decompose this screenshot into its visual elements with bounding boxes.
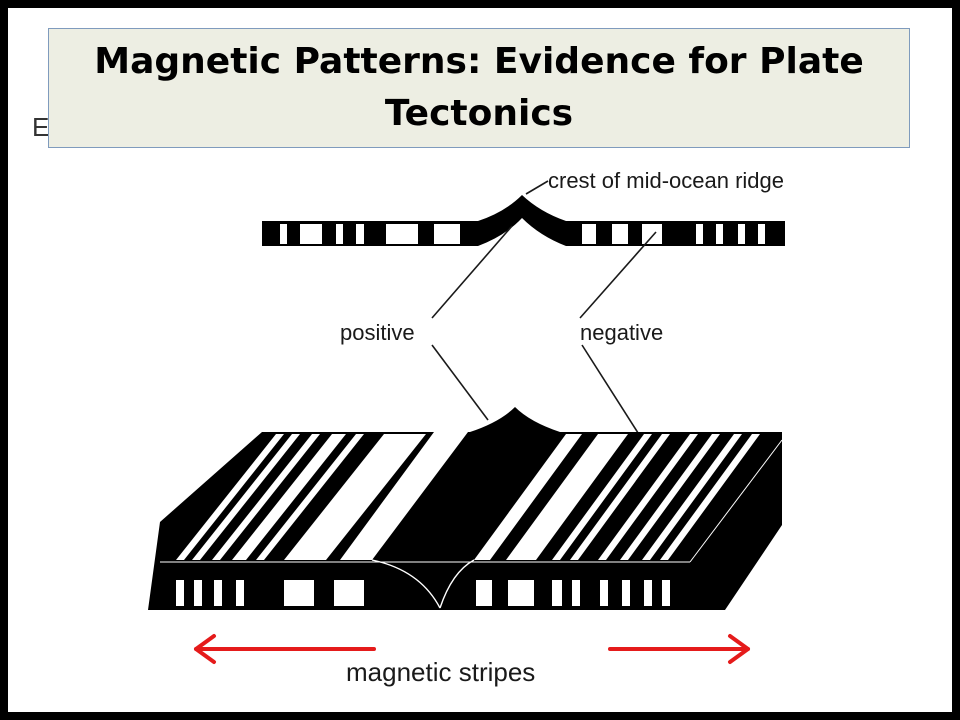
front-light-stripe [508, 580, 534, 606]
front-light-stripe [644, 580, 652, 606]
front-light-stripe [176, 580, 184, 606]
lower-light-stripe [642, 434, 742, 560]
lower-light-stripe [256, 434, 364, 560]
front-light-stripe [236, 580, 244, 606]
upper-light-stripe [300, 224, 322, 244]
slide-canvas: E [8, 8, 952, 712]
front-light-stripe [572, 580, 580, 606]
negative-label: negative [580, 320, 663, 345]
stray-letter: E [32, 112, 50, 142]
crest-label: crest of mid-ocean ridge [548, 168, 784, 193]
lower-light-stripe [284, 434, 426, 560]
front-light-stripe [476, 580, 492, 606]
upper-light-stripe [356, 224, 364, 244]
upper-light-stripe [336, 224, 343, 244]
block-center-fold-right [439, 559, 475, 609]
crest-leader-line [525, 180, 549, 195]
block-side-edge [689, 439, 783, 563]
magnetic-stripes-diagram: crest of mid-ocean ridge positive negati… [148, 168, 785, 687]
front-light-stripe [284, 580, 314, 606]
arrow-left-icon [194, 634, 376, 664]
lower-light-stripe [212, 434, 320, 560]
front-light-stripe [552, 580, 562, 606]
upper-light-stripe [612, 224, 628, 244]
leader-lines [431, 180, 657, 437]
negative-leader-lower [581, 344, 641, 437]
magnetic-stripes-label: magnetic stripes [346, 657, 535, 687]
positive-leader-lower [431, 344, 489, 421]
upper-light-stripe [696, 224, 703, 244]
front-light-stripe [194, 580, 202, 606]
upper-stripe-profile [262, 195, 785, 246]
positive-label: positive [340, 320, 415, 345]
lower-light-stripe [552, 434, 652, 560]
arrow-right-icon [608, 634, 750, 664]
lower-light-stripe [598, 434, 698, 560]
block-center-fold [371, 559, 441, 609]
upper-light-stripe [434, 224, 460, 244]
lower-light-stripe [506, 434, 628, 560]
front-light-stripe [622, 580, 630, 606]
title-box: Magnetic Patterns: Evidence for Plate Te… [48, 28, 910, 148]
lower-light-stripe [570, 434, 670, 560]
lower-light-stripe [192, 434, 300, 560]
page-title: Magnetic Patterns: Evidence for Plate Te… [94, 41, 864, 134]
upper-light-stripe [280, 224, 287, 244]
lower-light-stripe [232, 434, 346, 560]
lower-stripe-block [148, 407, 783, 610]
lower-light-stripe [620, 434, 720, 560]
upper-light-stripe [642, 224, 662, 244]
front-light-stripe [334, 580, 364, 606]
front-light-stripe [600, 580, 608, 606]
lower-light-stripe [340, 432, 468, 560]
upper-light-stripe [386, 224, 418, 244]
upper-light-stripe [738, 224, 745, 244]
upper-light-stripe [716, 224, 723, 244]
upper-light-stripe [758, 224, 765, 244]
negative-leader-upper [579, 231, 657, 319]
positive-leader-upper [431, 225, 513, 319]
lower-light-stripe [176, 434, 284, 560]
front-light-stripe [214, 580, 222, 606]
lower-light-stripe [474, 434, 582, 560]
upper-light-stripe [582, 224, 596, 244]
front-light-stripe [662, 580, 670, 606]
lower-light-stripe [660, 434, 760, 560]
